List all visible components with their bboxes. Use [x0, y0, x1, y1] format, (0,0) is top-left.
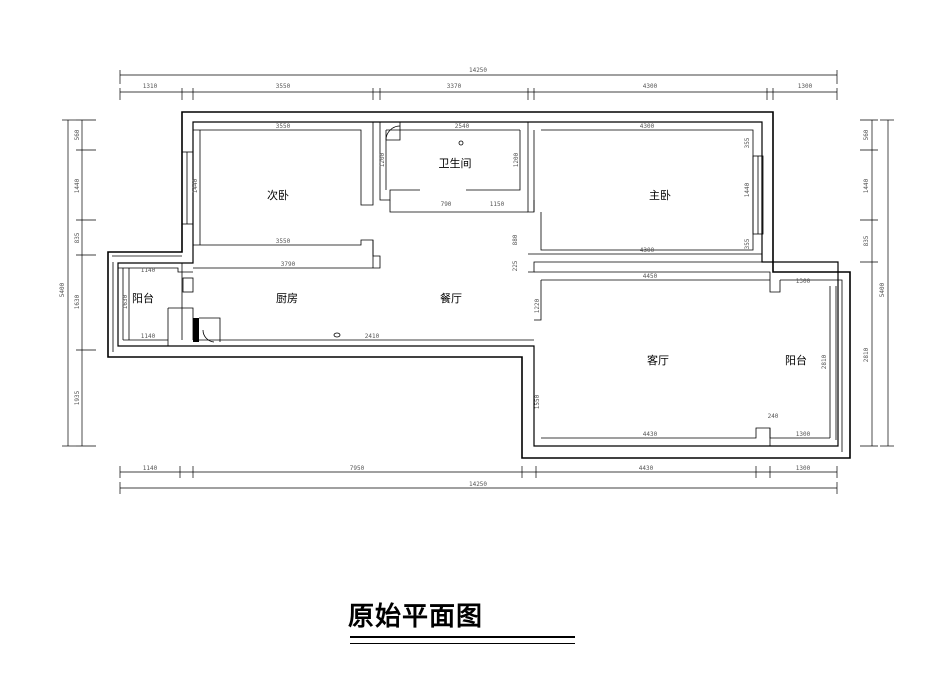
room-label-living: 客厅	[647, 353, 669, 367]
dim-kit-top: 3790	[281, 261, 296, 268]
dim-sb-side: 1440	[192, 178, 199, 193]
dim-mb-side: 1440	[744, 182, 751, 197]
room-label-balcony-east: 阳台	[785, 353, 807, 367]
dim-mb-bottom: 4300	[640, 247, 655, 254]
dim-be-top: 1300	[796, 278, 811, 285]
dim-overall-top: 14250	[469, 67, 487, 74]
dim-bottom-3: 4430	[639, 465, 654, 472]
dim-mb-small1: 355	[744, 137, 751, 148]
dim-lv-left1: 1220	[534, 298, 541, 313]
dim-bath-left: 1200	[379, 152, 386, 167]
dimension-right: 5400 560 1440 835 2810	[860, 119, 894, 447]
dim-bottom-1: 1140	[143, 465, 158, 472]
dim-bw-bottom: 1140	[141, 333, 156, 340]
dim-left-1: 560	[74, 129, 81, 140]
dim-top-4: 4300	[643, 83, 658, 90]
title-underline-thick	[350, 636, 575, 638]
dim-bottom-4: 1300	[796, 465, 811, 472]
dim-bw-side: 1630	[122, 294, 129, 309]
dim-bath-right: 1200	[513, 152, 520, 167]
plan-title: 原始平面图	[348, 602, 484, 632]
dim-kit-bottom: 2410	[365, 333, 380, 340]
dim-din-small: 225	[512, 260, 519, 271]
room-label-master-bedroom: 主卧	[649, 189, 671, 202]
dim-lv-left2: 1550	[534, 394, 541, 409]
dim-overall-left: 5400	[59, 282, 66, 297]
dim-lv-bottom: 4430	[643, 431, 658, 438]
dim-top-1: 1310	[143, 83, 158, 90]
walls	[107, 111, 851, 459]
dim-sb-top: 3550	[276, 123, 291, 130]
room-label-kitchen: 厨房	[276, 292, 298, 305]
room-label-bathroom: 卫生间	[439, 156, 472, 170]
dim-top-3: 3370	[447, 83, 462, 90]
dim-right-4: 2810	[863, 347, 870, 362]
dim-bath-b1: 790	[441, 201, 452, 208]
dim-be-bottom: 1300	[796, 431, 811, 438]
dim-bath-top: 2540	[455, 123, 470, 130]
dim-right-1: 560	[863, 129, 870, 140]
interior-dimensions: 3550 3550 1440 2540 1200 1200 790 1150 4…	[122, 123, 828, 438]
dim-lv-top: 4450	[643, 273, 658, 280]
dim-top-2: 3550	[276, 83, 291, 90]
dim-right-3: 835	[863, 235, 870, 246]
room-label-balcony-west: 阳台	[132, 291, 154, 305]
dim-overall-bottom: 14250	[469, 481, 487, 488]
dimension-left: 5400 560 1440 835 1630 1935	[59, 119, 96, 447]
room-label-dining: 餐厅	[440, 291, 462, 305]
dim-mb-top: 4300	[640, 123, 655, 130]
dim-mb-small2: 355	[744, 238, 751, 249]
dimension-bottom: 1140 7950 4430 1300 14250	[119, 465, 838, 494]
dim-bottom-2: 7950	[350, 465, 365, 472]
dim-left-3: 835	[74, 232, 81, 243]
dim-overall-right: 5400	[879, 282, 886, 297]
room-labels: 次卧 卫生间 主卧 阳台 厨房 餐厅 客厅 阳台	[132, 156, 807, 367]
room-label-second-bedroom: 次卧	[267, 188, 289, 202]
dim-left-4: 1630	[74, 294, 81, 309]
dim-bath-b2: 1150	[490, 201, 505, 208]
dim-sb-bottom: 3550	[276, 238, 291, 245]
dimension-top: 14250 1310 3550 3370 4300 1300	[119, 67, 838, 100]
dim-left-2: 1440	[74, 178, 81, 193]
title-underline-thin	[350, 643, 575, 644]
dim-right-2: 1440	[863, 178, 870, 193]
dim-be-door: 240	[768, 413, 779, 420]
dim-bw-top: 1140	[141, 267, 156, 274]
dim-top-5: 1300	[798, 83, 813, 90]
dim-left-5: 1935	[74, 390, 81, 405]
dim-be-side: 2810	[821, 354, 828, 369]
dim-din-side: 880	[512, 234, 519, 245]
